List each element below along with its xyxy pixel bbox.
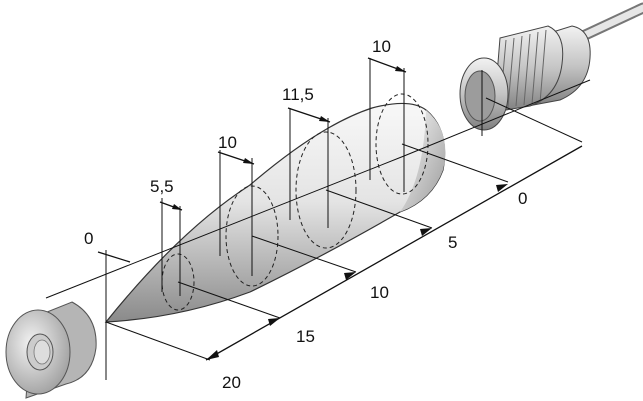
diameter-label-10-b: 10 — [372, 37, 391, 56]
diameter-extension-lines — [105, 58, 483, 380]
distance-label-15: 15 — [296, 327, 315, 346]
diameter-label-0: 0 — [84, 229, 93, 248]
distance-label-20: 20 — [222, 373, 241, 392]
distance-label-5: 5 — [448, 233, 457, 252]
distance-label-10: 10 — [370, 283, 389, 302]
sensor-body — [459, 25, 591, 131]
diameter-dimension-lines — [97, 57, 407, 263]
axis-lines — [45, 79, 591, 361]
distance-label-0: 0 — [518, 189, 527, 208]
cable — [577, 2, 643, 42]
diameter-label-5-5: 5,5 — [150, 177, 174, 196]
diameter-label-11-5: 11,5 — [282, 85, 314, 104]
target-disc — [5, 301, 97, 399]
diameter-label-10-a: 10 — [218, 133, 237, 152]
sensing-cone — [104, 93, 446, 323]
distance-dimension-line — [205, 145, 583, 361]
